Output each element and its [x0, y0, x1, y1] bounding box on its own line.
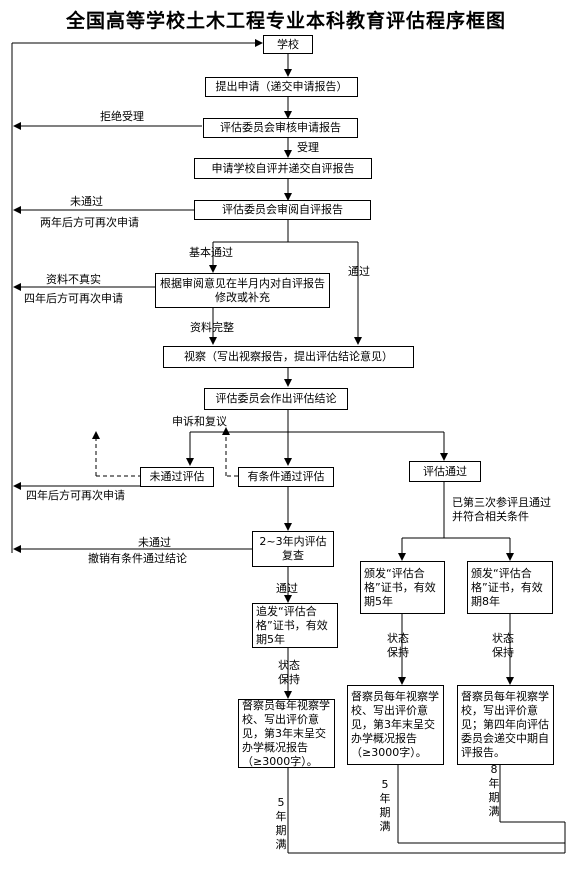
- expire-label-c: 8 年 期 满: [488, 763, 500, 818]
- not-passed-label-b: 未通过: [138, 536, 171, 549]
- keep-label-b: 状态 保持: [387, 632, 409, 659]
- four-years-label-b: 四年后方可再次申请: [26, 489, 125, 502]
- cert8-box: 颁发“评估合格”证书，有效期8年: [467, 561, 553, 614]
- conditional-box: 有条件通过评估: [238, 467, 334, 487]
- passed-label-b: 通过: [276, 582, 298, 595]
- inspection-box-5yr: 督察员每年视察学校、写出评价意见，第3年末呈交办学概况报告（≥3000字）。: [347, 685, 444, 765]
- appeal-label: 申诉和复议: [172, 415, 227, 428]
- keep-label-c: 状态 保持: [492, 632, 514, 659]
- review-apply-box: 评估委员会审核申请报告: [203, 118, 358, 138]
- not-passed-label: 未通过: [70, 195, 103, 208]
- fail-box: 未通过评估: [140, 467, 214, 487]
- reissue-box: 追发“评估合格”证书，有效期5年: [252, 603, 338, 648]
- reeval-box: 2~3年内评估复查: [252, 531, 334, 567]
- review-self-box: 评估委员会审阅自评报告: [194, 200, 371, 220]
- visit-box: 视察（写出视察报告，提出评估结论意见）: [163, 346, 414, 368]
- passed-label: 通过: [348, 265, 370, 278]
- complete-label: 资料完整: [190, 321, 234, 334]
- school-box: 学校: [263, 35, 313, 54]
- accept-label: 受理: [297, 141, 319, 154]
- revoke-label: 撤销有条件通过结论: [88, 552, 187, 565]
- third-time-label: 已第三次参评且通过并符合相关条件: [452, 496, 551, 523]
- cert5-box: 颁发“评估合格”证书，有效期5年: [360, 561, 445, 614]
- conclusion-box: 评估委员会作出评估结论: [204, 388, 348, 410]
- apply-box: 提出申请（递交申请报告）: [205, 77, 358, 97]
- expire-label-b: 5 年 期 满: [379, 778, 391, 833]
- reject-label: 拒绝受理: [100, 110, 144, 123]
- inspection-box-8yr: 督察员每年视察学校，写出评价意见；第四年向评估委员会递交中期自评报告。: [457, 685, 554, 765]
- false-material-label: 资料不真实: [46, 273, 101, 286]
- expire-label-a: 5 年 期 满: [275, 796, 287, 851]
- four-years-label-a: 四年后方可再次申请: [24, 292, 123, 305]
- two-years-label: 两年后方可再次申请: [40, 216, 139, 229]
- self-eval-box: 申请学校自评并递交自评报告: [194, 158, 372, 179]
- revise-box: 根据审阅意见在半月内对自评报告修改或补充: [155, 273, 330, 308]
- page-title: 全国高等学校土木工程专业本科教育评估程序框图: [65, 10, 506, 32]
- basic-pass-label: 基本通过: [189, 246, 233, 259]
- inspection-box-reeval: 督察员每年视察学校、写出评价意见，第3年末呈交办学概况报告（≥3000字）。: [238, 699, 335, 768]
- keep-label-a: 状态 保持: [278, 659, 300, 686]
- pass-box: 评估通过: [409, 461, 481, 482]
